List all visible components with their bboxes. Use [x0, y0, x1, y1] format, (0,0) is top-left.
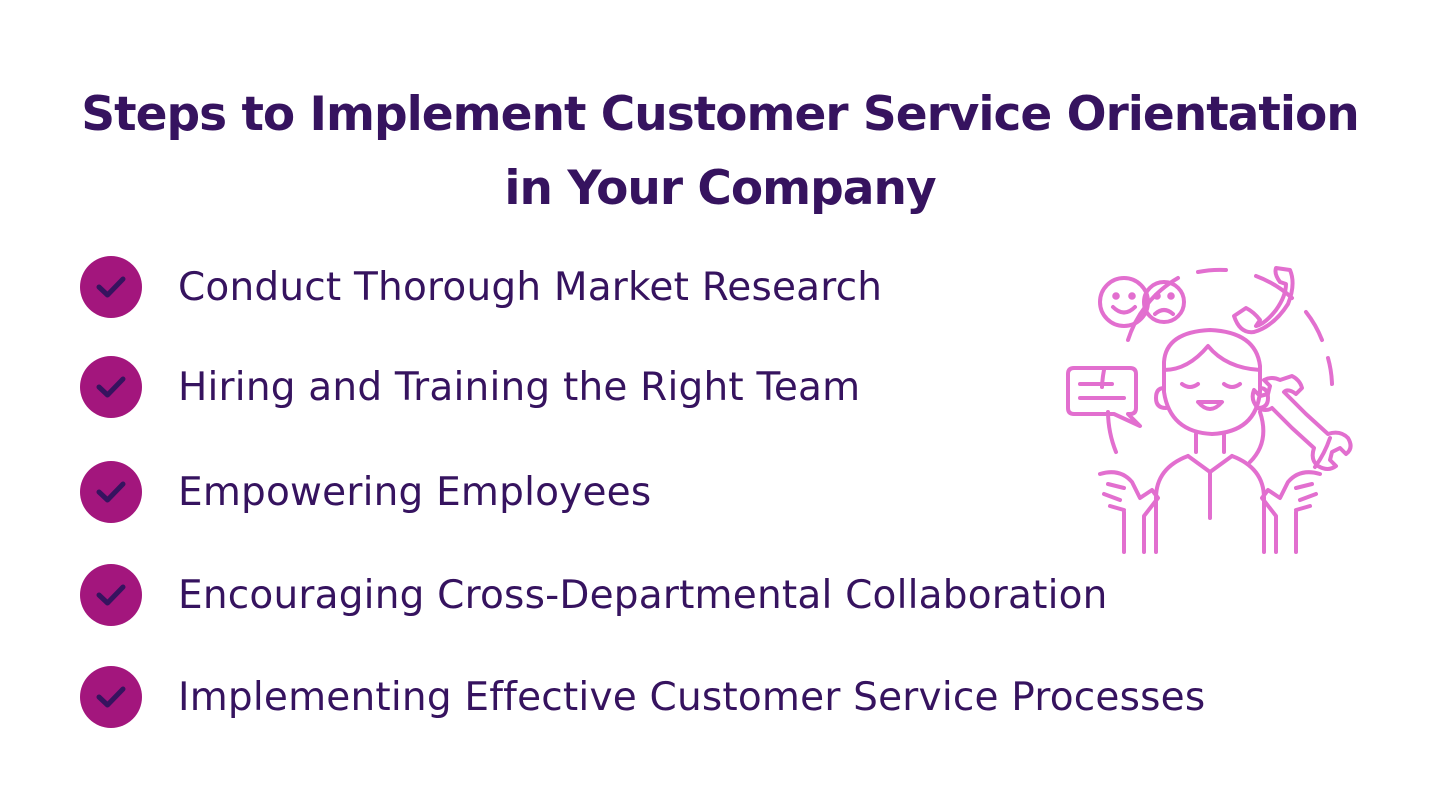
step-item-collaboration: Encouraging Cross-Departmental Collabora… [80, 564, 1330, 626]
step-item-hiring-training: Hiring and Training the Right Team [80, 356, 1330, 418]
customer-service-agent-icon [1060, 262, 1360, 560]
check-icon [80, 256, 142, 318]
step-item-empowering-employees: Empowering Employees [80, 461, 1330, 523]
step-item-processes: Implementing Effective Customer Service … [80, 666, 1330, 728]
page-title: Steps to Implement Customer Service Orie… [0, 78, 1440, 226]
step-label: Empowering Employees [178, 469, 652, 515]
check-icon [80, 666, 142, 728]
check-icon [80, 461, 142, 523]
check-icon [80, 356, 142, 418]
step-label: Hiring and Training the Right Team [178, 364, 861, 410]
steps-list: Conduct Thorough Market Research Hiring … [80, 0, 1330, 810]
step-item-market-research: Conduct Thorough Market Research [80, 256, 1330, 318]
page-title-line-1: Steps to Implement Customer Service Orie… [81, 87, 1359, 142]
page-title-line-2: in Your Company [504, 161, 936, 216]
check-icon [80, 564, 142, 626]
step-label: Implementing Effective Customer Service … [178, 674, 1206, 720]
step-label: Encouraging Cross-Departmental Collabora… [178, 572, 1108, 618]
step-label: Conduct Thorough Market Research [178, 264, 883, 310]
